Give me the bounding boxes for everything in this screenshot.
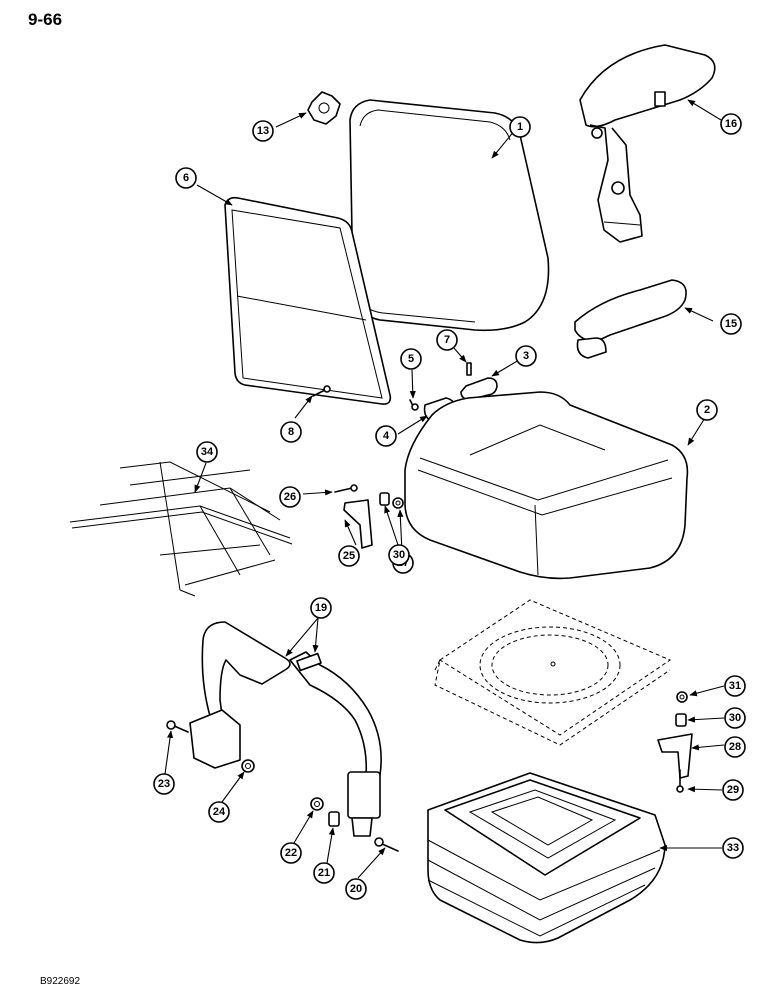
svg-text:15: 15 bbox=[725, 318, 737, 330]
nut-31 bbox=[676, 691, 688, 703]
bolt-23 bbox=[166, 720, 189, 733]
latch bbox=[460, 377, 498, 401]
leader-lines bbox=[164, 99, 725, 879]
svg-text:23: 23 bbox=[158, 778, 170, 790]
callout-4: 4 bbox=[375, 425, 397, 447]
callout-7: 7 bbox=[436, 329, 458, 351]
callout-30-lower: 30 bbox=[724, 707, 746, 729]
drawing-id: B922692 bbox=[40, 976, 81, 987]
callout-20: 20 bbox=[345, 878, 367, 900]
bolt-29 bbox=[676, 769, 684, 793]
svg-text:24: 24 bbox=[213, 806, 226, 818]
seat-back-panel bbox=[224, 196, 392, 405]
callout-34: 34 bbox=[196, 441, 218, 463]
svg-text:4: 4 bbox=[383, 430, 390, 442]
svg-text:33: 33 bbox=[727, 842, 739, 854]
nut-22 bbox=[310, 797, 324, 811]
mounting-bracket-28 bbox=[657, 733, 693, 779]
callout-16: 16 bbox=[720, 113, 742, 135]
callout-6: 6 bbox=[175, 167, 197, 189]
callout-1: 1 bbox=[509, 116, 531, 138]
bolt-20 bbox=[374, 837, 399, 852]
svg-text:2: 2 bbox=[704, 404, 710, 416]
pin bbox=[466, 362, 472, 376]
seat-cushion bbox=[404, 391, 689, 580]
seat-belt bbox=[189, 621, 382, 837]
callout-21: 21 bbox=[313, 862, 335, 884]
callout-5: 5 bbox=[400, 348, 422, 370]
callout-24: 24 bbox=[208, 801, 230, 823]
svg-text:25: 25 bbox=[343, 550, 355, 562]
svg-text:31: 31 bbox=[729, 680, 741, 692]
knob bbox=[307, 91, 341, 125]
callout-30-upper: 30 bbox=[388, 544, 410, 566]
callout-25: 25 bbox=[338, 545, 360, 567]
nut-27 bbox=[392, 497, 404, 509]
svg-text:8: 8 bbox=[288, 426, 294, 438]
spacer-30b bbox=[675, 713, 687, 727]
spacer-21 bbox=[328, 811, 340, 827]
suspension-boot bbox=[427, 772, 666, 944]
callout-22: 22 bbox=[280, 842, 302, 864]
screw-26 bbox=[334, 484, 358, 493]
spacer-30 bbox=[379, 492, 390, 506]
wire-spring-frame bbox=[69, 461, 293, 597]
armrest-assembly bbox=[579, 44, 716, 243]
svg-text:1: 1 bbox=[517, 121, 523, 133]
svg-text:21: 21 bbox=[318, 867, 330, 879]
screw bbox=[409, 399, 419, 411]
callout-33: 33 bbox=[722, 837, 744, 859]
svg-text:22: 22 bbox=[285, 847, 297, 859]
callout-29: 29 bbox=[722, 779, 744, 801]
svg-text:29: 29 bbox=[727, 784, 739, 796]
svg-text:3: 3 bbox=[523, 350, 529, 362]
callout-13: 13 bbox=[252, 120, 274, 142]
svg-text:7: 7 bbox=[444, 334, 450, 346]
svg-text:34: 34 bbox=[201, 446, 214, 458]
armrest-pad bbox=[574, 279, 687, 359]
svg-text:30: 30 bbox=[393, 549, 405, 561]
svg-text:5: 5 bbox=[408, 353, 414, 365]
svg-text:13: 13 bbox=[257, 125, 269, 137]
svg-text:6: 6 bbox=[183, 172, 189, 184]
svg-text:16: 16 bbox=[725, 118, 737, 130]
suspension-plate bbox=[434, 599, 672, 746]
callout-8: 8 bbox=[280, 421, 302, 443]
callout-23: 23 bbox=[153, 773, 175, 795]
callout-31: 31 bbox=[724, 675, 746, 697]
svg-text:20: 20 bbox=[350, 883, 362, 895]
svg-text:26: 26 bbox=[284, 491, 296, 503]
callout-15: 15 bbox=[720, 313, 742, 335]
callout-28: 28 bbox=[724, 736, 746, 758]
callout-3: 3 bbox=[515, 345, 537, 367]
svg-text:19: 19 bbox=[315, 602, 327, 614]
callout-26: 26 bbox=[279, 486, 301, 508]
mounting-bracket-25 bbox=[343, 499, 373, 549]
bolt-8 bbox=[312, 385, 331, 397]
svg-text:30: 30 bbox=[729, 712, 741, 724]
callout-19: 19 bbox=[310, 597, 332, 619]
page-number: 9-66 bbox=[28, 10, 63, 29]
svg-text:28: 28 bbox=[729, 741, 741, 753]
nut-24 bbox=[241, 759, 255, 773]
callout-2: 2 bbox=[696, 399, 718, 421]
